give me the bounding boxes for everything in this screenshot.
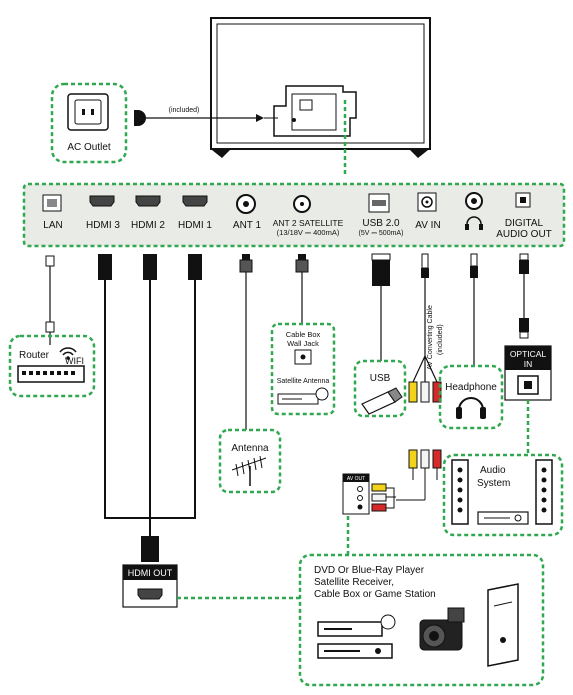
ant2-port-label: ANT 2 SATELLITE <box>273 218 344 228</box>
ant2-cable <box>295 254 309 324</box>
hdmi2-port-icon <box>135 195 161 207</box>
satellite-receiver-icon <box>277 387 329 405</box>
hdmi-out-label: HDMI OUT <box>128 568 173 578</box>
av-out-panel <box>342 473 370 515</box>
usb-device-label: USB <box>370 373 391 384</box>
router-box <box>8 334 96 398</box>
av-out-label: AV OUT <box>347 476 365 482</box>
headphone-cable <box>470 253 478 366</box>
hdmi1-port-label: HDMI 1 <box>178 220 212 231</box>
antenna-box <box>218 428 282 494</box>
speaker-left-icon <box>451 459 469 525</box>
dvd-player-icon <box>317 614 396 637</box>
ant1-cable <box>239 254 253 430</box>
cable-box-label: Cable Box <box>286 330 321 339</box>
ac-outlet-label: AC Outlet <box>67 142 111 153</box>
optical-in-label: IN <box>524 359 533 369</box>
amplifier-icon <box>477 511 529 525</box>
ant1-port-label: ANT 1 <box>233 220 262 231</box>
av-cable-sublabel: (included) <box>437 324 444 355</box>
tv-back <box>210 17 431 158</box>
headphone-label: Headphone <box>445 382 497 393</box>
optical-port-icon <box>517 375 539 395</box>
digital-audio-port-sublabel: AUDIO OUT <box>496 229 552 240</box>
digital-audio-port-icon <box>515 192 531 208</box>
speaker-right-icon <box>535 459 553 525</box>
router-label: Router <box>19 350 50 361</box>
hdmi3-port-icon <box>89 195 115 207</box>
hdmi-cables <box>98 254 202 562</box>
router-icon <box>17 365 85 383</box>
usb-stick-icon <box>361 387 403 415</box>
av-in-port-icon <box>417 192 437 212</box>
av-cable <box>396 253 442 501</box>
power-plug-icon <box>134 110 146 126</box>
usb-port-label: USB 2.0 <box>362 218 400 229</box>
usb-cable <box>371 253 391 361</box>
players-label-1: DVD Or Blue-Ray Player <box>314 565 425 576</box>
included-label: (included) <box>169 107 200 114</box>
lan-port-icon <box>42 194 62 212</box>
hdmi2-port-label: HDMI 2 <box>131 220 165 231</box>
lan-cable <box>45 255 55 345</box>
game-console-icon <box>487 583 519 667</box>
ac-outlet-box <box>50 82 128 164</box>
hdmi-out-box <box>122 564 178 608</box>
audio-system-sublabel: System <box>477 478 510 489</box>
camcorder-icon <box>419 607 465 651</box>
wifi-label: WIFI <box>65 356 84 366</box>
ant1-port-icon <box>236 194 256 214</box>
usb-box <box>353 359 407 418</box>
antenna-label: Antenna <box>231 443 269 454</box>
audio-system-label: Audio <box>480 465 506 476</box>
hdmi3-port-label: HDMI 3 <box>86 220 120 231</box>
av-in-port-label: AV IN <box>415 220 440 231</box>
headphone-box <box>438 364 504 430</box>
wall-jack-label: Wall Jack <box>287 339 319 348</box>
antenna-icon <box>231 455 267 486</box>
hdmi1-port-icon <box>182 195 208 207</box>
usb-port-icon <box>368 193 390 213</box>
headphone-icon <box>456 397 486 419</box>
players-label-2: Satellite Receiver, <box>314 577 394 588</box>
power-socket-icon <box>67 93 109 131</box>
cable-box-group <box>270 322 336 416</box>
wall-jack-icon <box>294 349 312 365</box>
usb-port-sublabel: (5V ⎓ 500mA) <box>359 230 404 237</box>
audio-system-box <box>442 453 564 537</box>
digital-audio-port-label: DIGITAL <box>505 218 544 229</box>
wifi-icon <box>59 347 77 360</box>
players-label-3: Cable Box or Game Station <box>314 589 436 600</box>
satellite-antenna-label: Satellite Antenna <box>277 378 330 385</box>
lan-port-label: LAN <box>43 220 62 231</box>
av-cable-label: AV Converting Cable <box>427 305 434 370</box>
optical-cable <box>519 253 529 339</box>
headphone-port-icon <box>465 192 483 230</box>
ant2-port-icon <box>293 195 311 213</box>
satellite-receiver-device-icon <box>317 643 393 659</box>
ant2-port-sublabel: (13/18V ⎓ 400mA) <box>277 228 340 237</box>
optical-label: OPTICAL <box>510 349 547 359</box>
rca-plugs-icon <box>371 483 396 512</box>
